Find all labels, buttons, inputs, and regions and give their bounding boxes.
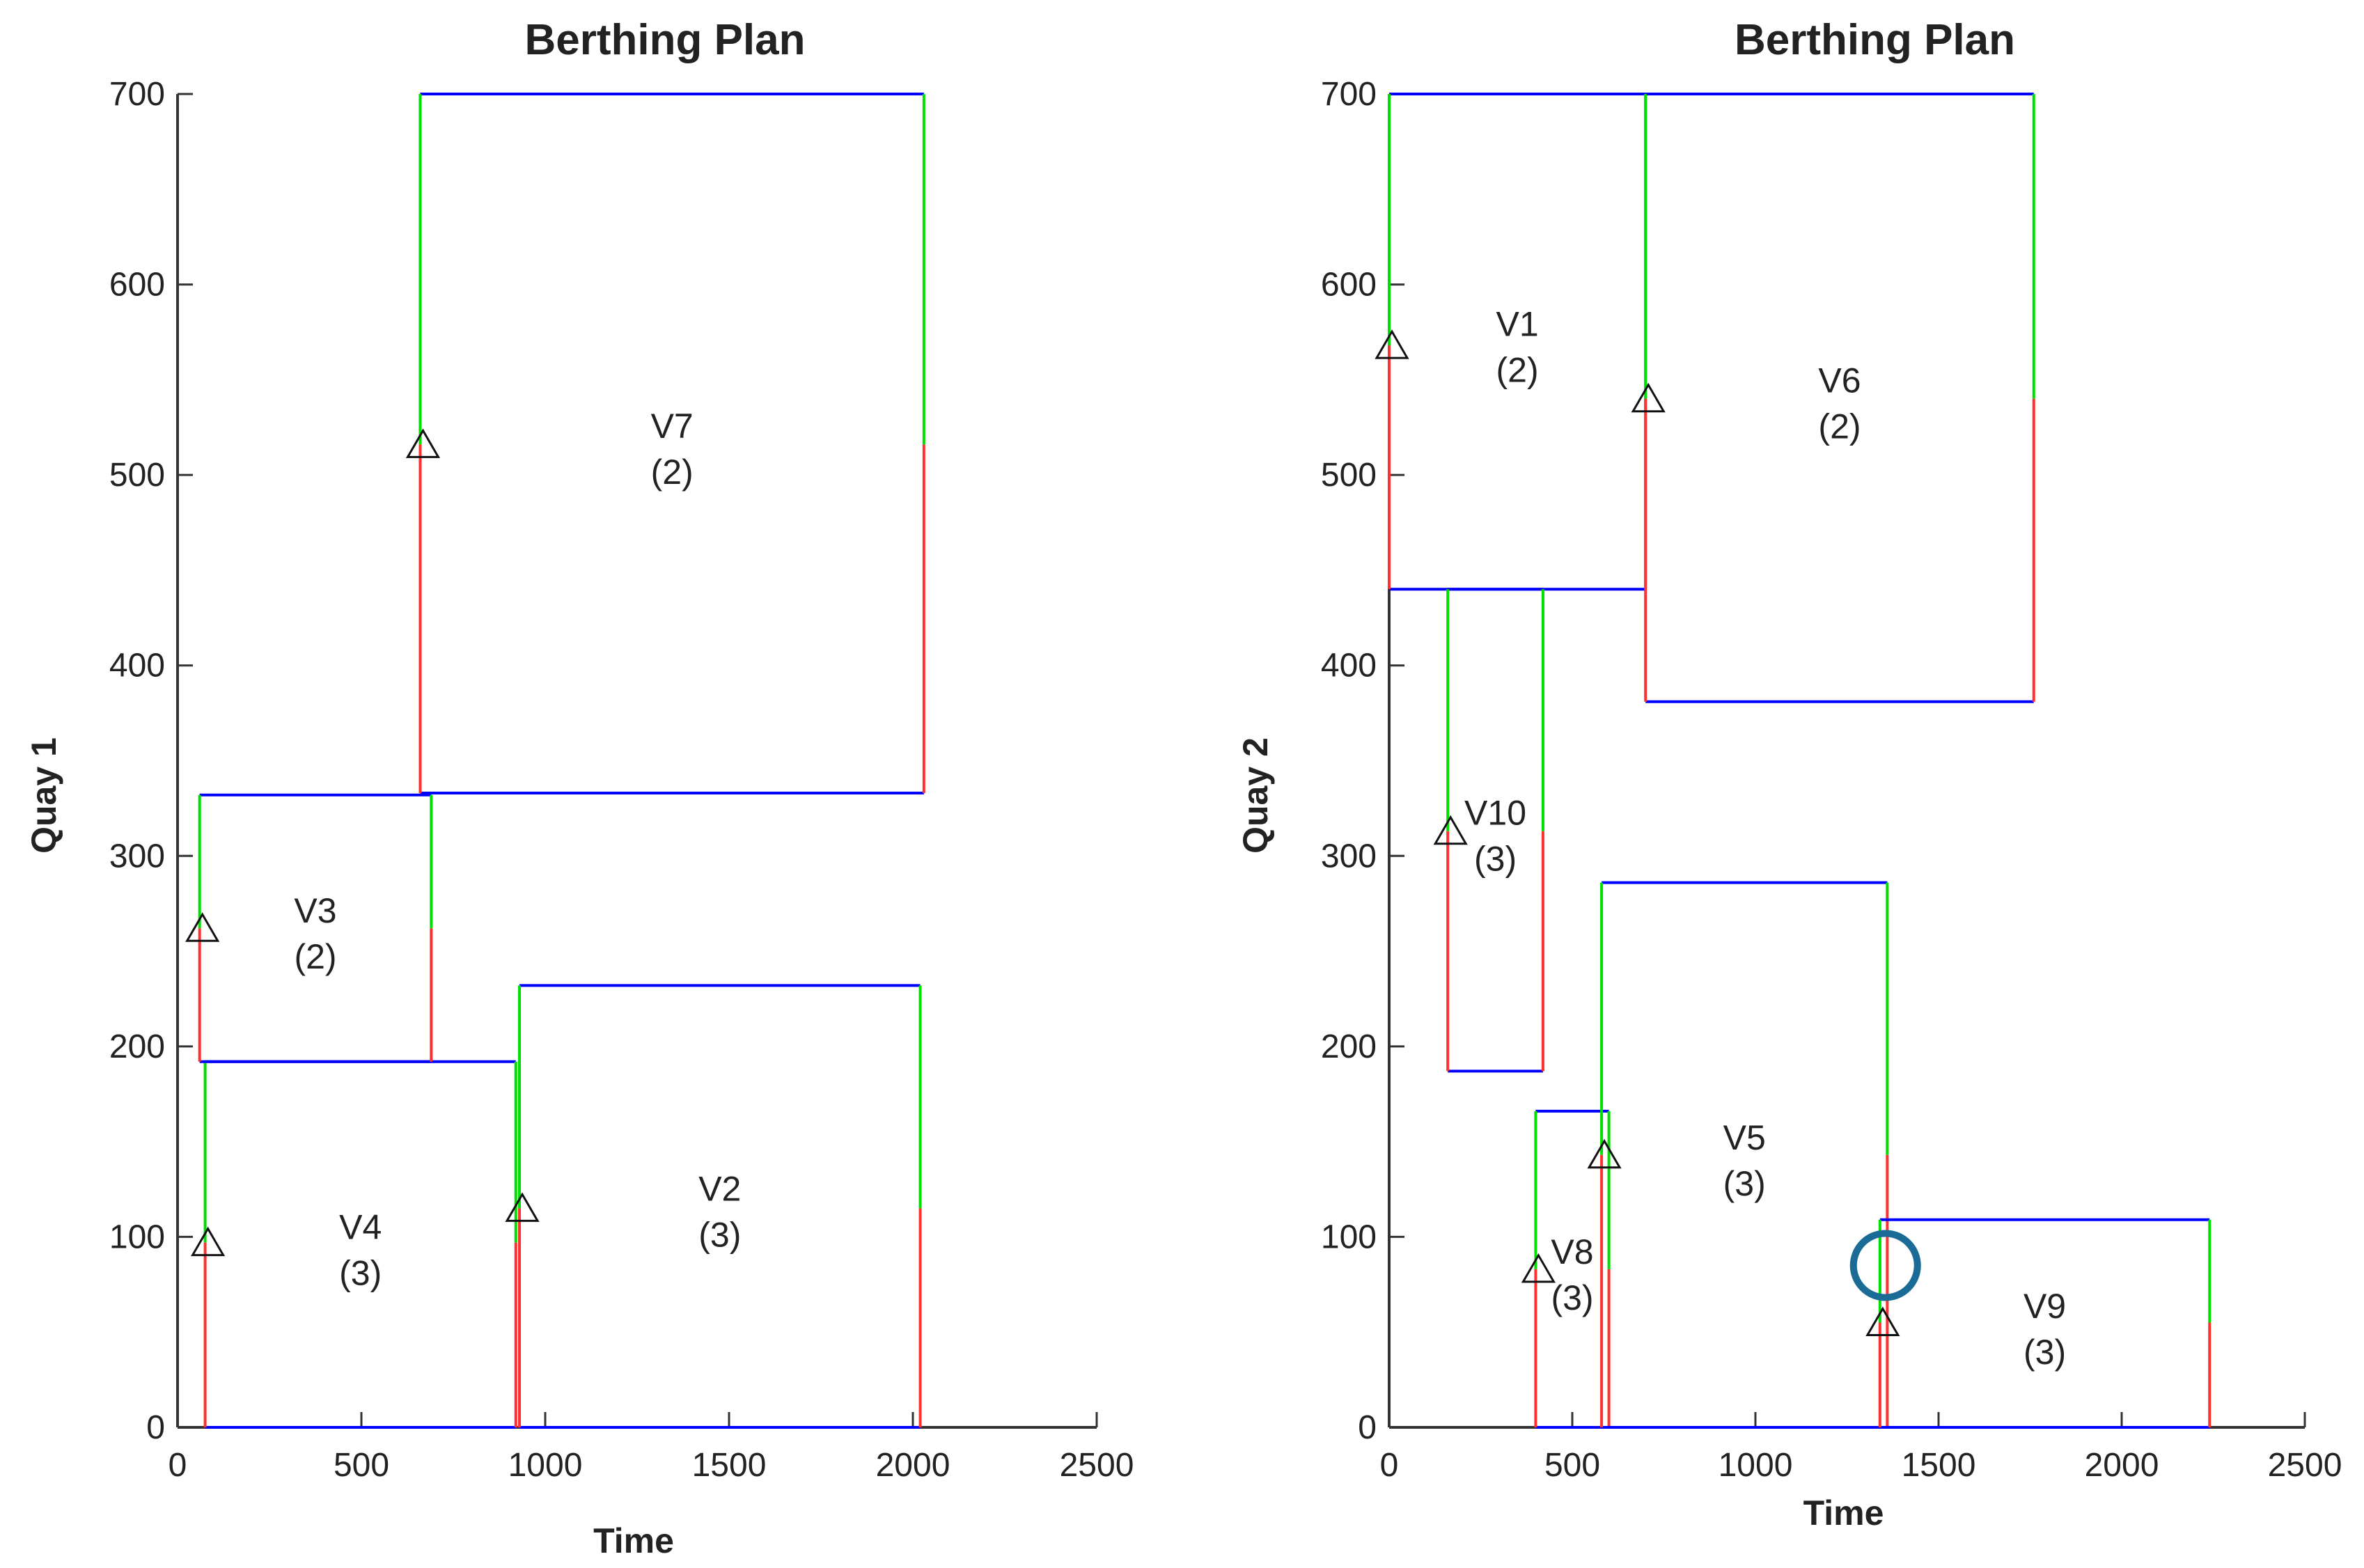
y-tick-label: 0 bbox=[146, 1409, 165, 1446]
arrival-marker bbox=[1521, 1253, 1556, 1283]
x-tick-label: 1000 bbox=[1719, 1447, 1793, 1484]
x-tick-label: 2500 bbox=[1060, 1447, 1134, 1484]
vessel-crane-label: (3) bbox=[698, 1216, 741, 1255]
y-tick-label: 500 bbox=[109, 457, 165, 494]
vessel-v8: V8(3) bbox=[1521, 1109, 1611, 1429]
vessel-name-label: V5 bbox=[1723, 1118, 1766, 1157]
vessel-name-label: V8 bbox=[1551, 1232, 1593, 1271]
x-tick-label: 500 bbox=[1544, 1447, 1600, 1484]
vessel-crane-label: (2) bbox=[651, 453, 694, 492]
y-tick-label: 100 bbox=[1321, 1218, 1377, 1255]
y-tick-label: 200 bbox=[1321, 1028, 1377, 1065]
vessel-name-label: V1 bbox=[1496, 305, 1539, 344]
x-tick-label: 0 bbox=[169, 1447, 187, 1484]
y-tick-label: 700 bbox=[109, 76, 165, 113]
arrival-marker bbox=[1433, 815, 1468, 845]
x-tick-label: 0 bbox=[1380, 1447, 1399, 1484]
vessel-v2: V2(3) bbox=[505, 984, 922, 1429]
x-tick-label: 1500 bbox=[1902, 1447, 1976, 1484]
vessel-name-label: V6 bbox=[1818, 361, 1861, 400]
vessel-crane-label: (3) bbox=[1474, 839, 1517, 878]
x-tick-label: 2000 bbox=[2085, 1447, 2159, 1484]
y-tick-label: 700 bbox=[1321, 76, 1377, 113]
vessel-crane-label: (2) bbox=[1496, 351, 1539, 390]
vessel-name-label: V3 bbox=[294, 891, 336, 930]
y-axis-label: Quay 2 bbox=[1236, 737, 1275, 854]
vessel-v10: V10(3) bbox=[1433, 588, 1544, 1073]
y-tick-label: 300 bbox=[1321, 838, 1377, 875]
vessel-name-label: V10 bbox=[1464, 793, 1526, 832]
x-axis-label: Time bbox=[1803, 1493, 1884, 1532]
vessel-v9: V9(3) bbox=[1865, 1218, 2212, 1429]
arrival-marker bbox=[185, 912, 220, 942]
vessel-name-label: V2 bbox=[698, 1170, 741, 1209]
y-tick-label: 200 bbox=[109, 1028, 165, 1065]
x-axis-label: Time bbox=[593, 1521, 674, 1560]
chart-title: Berthing Plan bbox=[524, 16, 805, 64]
vessel-v6: V6(2) bbox=[1631, 93, 2035, 703]
highlight-circle bbox=[1849, 1230, 1921, 1301]
vessel-name-label: V4 bbox=[339, 1207, 382, 1246]
vessel-v1: V1(2) bbox=[1375, 93, 1647, 591]
vessel-v7: V7(2) bbox=[405, 93, 925, 795]
x-tick-label: 2000 bbox=[876, 1447, 950, 1484]
vessel-crane-label: (3) bbox=[1723, 1164, 1766, 1203]
vessel-crane-label: (3) bbox=[1551, 1278, 1593, 1317]
chart-title: Berthing Plan bbox=[1735, 16, 2015, 64]
vessel-v3: V3(2) bbox=[185, 793, 433, 1063]
x-tick-label: 500 bbox=[334, 1447, 389, 1484]
vessel-crane-label: (2) bbox=[1818, 407, 1861, 446]
arrival-marker bbox=[405, 428, 441, 458]
y-tick-label: 0 bbox=[1358, 1409, 1377, 1446]
x-tick-label: 1000 bbox=[508, 1447, 583, 1484]
y-tick-label: 600 bbox=[1321, 267, 1377, 304]
vessel-name-label: V9 bbox=[2024, 1287, 2066, 1326]
vessel-v5: V5(3) bbox=[1587, 881, 1889, 1429]
y-tick-label: 100 bbox=[109, 1218, 165, 1255]
y-tick-label: 300 bbox=[109, 838, 165, 875]
y-tick-label: 400 bbox=[1321, 648, 1377, 684]
y-tick-label: 400 bbox=[109, 648, 165, 684]
arrival-marker bbox=[1375, 329, 1409, 359]
x-tick-label: 2500 bbox=[2268, 1447, 2342, 1484]
vessel-crane-label: (3) bbox=[2024, 1333, 2066, 1372]
arrival-marker bbox=[1631, 382, 1666, 413]
y-tick-label: 500 bbox=[1321, 457, 1377, 494]
y-tick-label: 600 bbox=[109, 267, 165, 304]
arrival-marker bbox=[190, 1226, 226, 1257]
arrival-marker bbox=[505, 1192, 540, 1222]
vessel-v4: V4(3) bbox=[190, 1060, 517, 1429]
vessel-name-label: V7 bbox=[651, 407, 694, 446]
arrival-marker bbox=[1865, 1306, 1900, 1337]
arrival-marker bbox=[1587, 1138, 1622, 1169]
vessel-crane-label: (2) bbox=[294, 937, 336, 976]
vessel-crane-label: (3) bbox=[339, 1253, 382, 1292]
x-tick-label: 1500 bbox=[692, 1447, 767, 1484]
y-axis-label: Quay 1 bbox=[24, 737, 63, 854]
